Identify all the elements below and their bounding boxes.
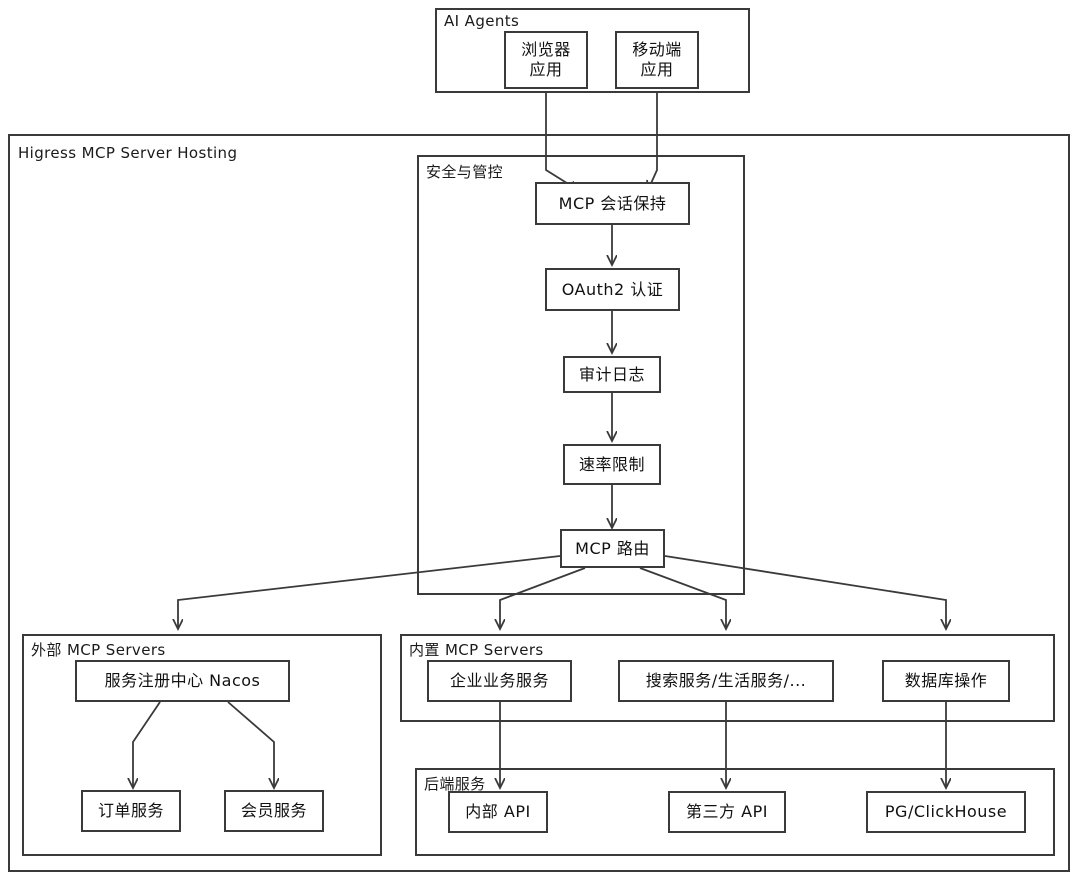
node-browser-app[interactable]: 浏览器 应用 xyxy=(504,31,588,89)
group-security-label: 安全与管控 xyxy=(426,163,504,181)
group-backend-label: 后端服务 xyxy=(424,775,486,793)
node-search-life-service[interactable]: 搜索服务/生活服务/... xyxy=(618,660,834,702)
group-hosting xyxy=(8,134,1070,872)
node-audit-log[interactable]: 审计日志 xyxy=(563,356,661,393)
node-mcp-session-label: MCP 会话保持 xyxy=(558,193,667,213)
node-internal-api-label: 内部 API xyxy=(465,802,531,821)
node-mobile-app[interactable]: 移动端 应用 xyxy=(615,31,699,89)
node-database-ops[interactable]: 数据库操作 xyxy=(882,660,1010,702)
node-mobile-app-line2: 应用 xyxy=(640,60,674,79)
node-browser-app-line2: 应用 xyxy=(529,60,563,79)
node-mcp-router-label: MCP 路由 xyxy=(575,538,650,558)
group-ai-agents-label: AI Agents xyxy=(444,12,520,30)
group-security xyxy=(417,155,745,595)
node-order-service-label: 订单服务 xyxy=(97,801,164,820)
node-member-service[interactable]: 会员服务 xyxy=(224,790,324,832)
group-builtin-servers-label: 内置 MCP Servers xyxy=(409,641,544,659)
node-order-service[interactable]: 订单服务 xyxy=(81,790,181,832)
group-backend xyxy=(415,768,1055,856)
group-external-servers xyxy=(22,634,382,856)
node-member-service-label: 会员服务 xyxy=(240,801,307,820)
node-third-party-api[interactable]: 第三方 API xyxy=(668,791,786,833)
node-mobile-app-line1: 移动端 xyxy=(632,40,682,59)
node-rate-limit-label: 速率限制 xyxy=(578,454,645,474)
group-builtin-servers xyxy=(400,634,1055,722)
node-mcp-session[interactable]: MCP 会话保持 xyxy=(535,182,690,225)
node-enterprise-service[interactable]: 企业业务服务 xyxy=(427,660,572,702)
node-search-life-service-label: 搜索服务/生活服务/... xyxy=(645,671,807,690)
node-nacos-label: 服务注册中心 Nacos xyxy=(104,671,261,690)
node-browser-app-line1: 浏览器 xyxy=(521,40,571,59)
group-hosting-label: Higress MCP Server Hosting xyxy=(18,144,238,162)
node-oauth2-label: OAuth2 认证 xyxy=(561,279,664,299)
node-mcp-router[interactable]: MCP 路由 xyxy=(560,529,665,568)
node-pg-clickhouse[interactable]: PG/ClickHouse xyxy=(866,791,1026,833)
node-rate-limit[interactable]: 速率限制 xyxy=(563,444,661,485)
node-pg-clickhouse-label: PG/ClickHouse xyxy=(884,802,1008,821)
node-oauth2[interactable]: OAuth2 认证 xyxy=(545,268,680,311)
node-nacos[interactable]: 服务注册中心 Nacos xyxy=(75,660,290,702)
group-ai-agents xyxy=(435,8,750,93)
node-enterprise-service-label: 企业业务服务 xyxy=(449,671,549,690)
node-database-ops-label: 数据库操作 xyxy=(904,671,988,690)
node-internal-api[interactable]: 内部 API xyxy=(448,791,548,833)
node-third-party-api-label: 第三方 API xyxy=(686,802,768,821)
group-external-servers-label: 外部 MCP Servers xyxy=(31,641,166,659)
node-audit-log-label: 审计日志 xyxy=(578,364,645,384)
